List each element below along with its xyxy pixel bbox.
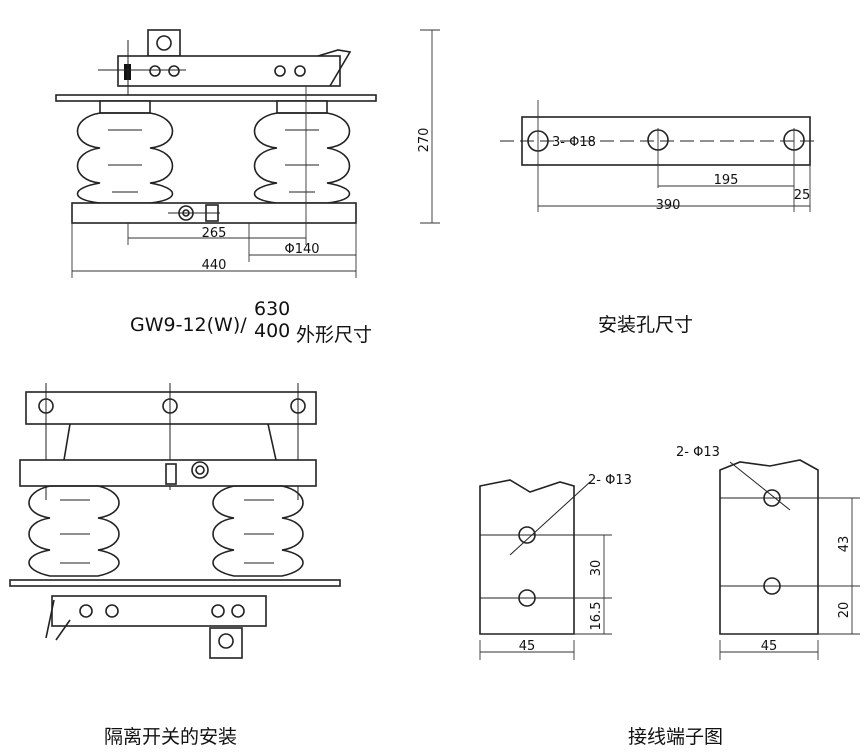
top-lug-hole [156, 35, 172, 51]
top-lug [147, 29, 181, 57]
mounting-hole-view: 3- Φ18 195 390 25 [500, 100, 820, 213]
dim-insulator-diameter: Φ140 [284, 242, 319, 257]
blade-arm [117, 55, 341, 87]
dim-half-spacing: 195 [714, 173, 739, 188]
installation-view [9, 383, 341, 659]
right-terminal-edge: 20 [837, 602, 852, 619]
top-plate [55, 94, 377, 102]
outline-current-top: 630 [254, 298, 291, 320]
terminal-caption: 接线端子图 [628, 726, 724, 748]
left-terminal-holes: 2- Φ13 [588, 473, 632, 488]
left-terminal-width: 45 [519, 639, 536, 654]
right-terminal-pitch: 43 [837, 536, 852, 553]
left-insulator [76, 100, 174, 204]
dim-total-spacing: 390 [656, 198, 681, 213]
install-lug [209, 627, 243, 659]
dim-height: 270 [417, 128, 432, 153]
blade-hook [317, 49, 352, 87]
dim-bolt-spacing: 265 [202, 226, 227, 241]
installation-caption: 隔离开关的安装 [104, 726, 238, 748]
left-terminal-pitch: 30 [589, 560, 604, 577]
install-blade [51, 595, 267, 627]
dim-overall-length: 440 [202, 258, 227, 273]
outline-current-bottom: 400 [254, 320, 291, 342]
install-plate [9, 579, 341, 587]
outline-view: 270 265 Φ140 440 [55, 29, 440, 278]
dim-hole-count: 3- Φ18 [552, 135, 596, 150]
outline-caption-suffix: 外形尺寸 [296, 324, 373, 346]
right-terminal-holes: 2- Φ13 [676, 445, 720, 460]
terminal-left: 2- Φ13 30 16.5 45 [479, 473, 632, 660]
mount-frame-top [25, 391, 317, 425]
install-left-insulator [28, 485, 120, 577]
install-right-insulator [212, 485, 304, 577]
mounting-caption: 安装孔尺寸 [598, 314, 694, 336]
left-terminal-edge: 16.5 [589, 602, 604, 631]
outline-model: GW9-12(W)/ [130, 314, 247, 336]
terminal-right: 2- Φ13 43 20 45 [676, 445, 860, 660]
right-terminal-width: 45 [761, 639, 778, 654]
dim-edge: 25 [794, 188, 811, 203]
right-insulator [253, 100, 351, 204]
